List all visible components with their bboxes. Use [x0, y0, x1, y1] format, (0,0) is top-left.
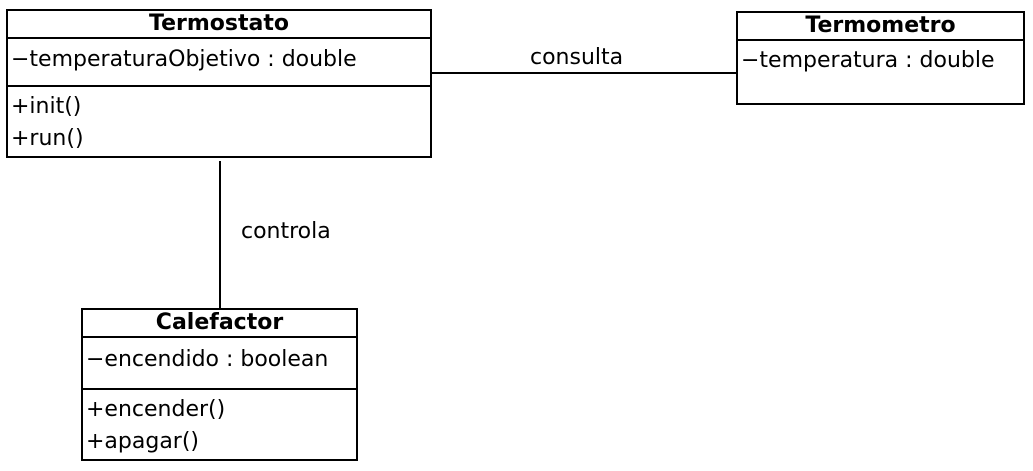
- class-box-termostato: Termostato −temperaturaObjetivo : double…: [6, 9, 432, 158]
- attributes-section-termostato: −temperaturaObjetivo : double: [8, 39, 430, 87]
- association-label-controla: controla: [241, 219, 331, 244]
- attribute-temperatura-objetivo: −temperaturaObjetivo : double: [11, 47, 357, 72]
- attributes-section-termometro: −temperatura : double: [738, 41, 1023, 81]
- association-label-consulta: consulta: [530, 45, 624, 70]
- operation-run: +run(): [11, 126, 84, 151]
- attribute-temperatura: −temperatura : double: [741, 48, 995, 73]
- class-name-calefactor: Calefactor: [83, 310, 356, 338]
- operations-section-calefactor: +encender() +apagar(): [83, 390, 356, 464]
- class-box-calefactor: Calefactor −encendido : boolean +encende…: [81, 308, 358, 461]
- attributes-section-calefactor: −encendido : boolean: [83, 338, 356, 390]
- operations-section-termostato: +init() +run(): [8, 87, 430, 161]
- operation-encender: +encender(): [86, 397, 226, 422]
- class-name-termostato: Termostato: [8, 11, 430, 39]
- class-box-termometro: Termometro −temperatura : double: [736, 11, 1025, 105]
- operation-init: +init(): [11, 94, 82, 119]
- attribute-encendido: −encendido : boolean: [86, 347, 329, 372]
- operation-apagar: +apagar(): [86, 429, 200, 454]
- class-name-termometro: Termometro: [738, 13, 1023, 41]
